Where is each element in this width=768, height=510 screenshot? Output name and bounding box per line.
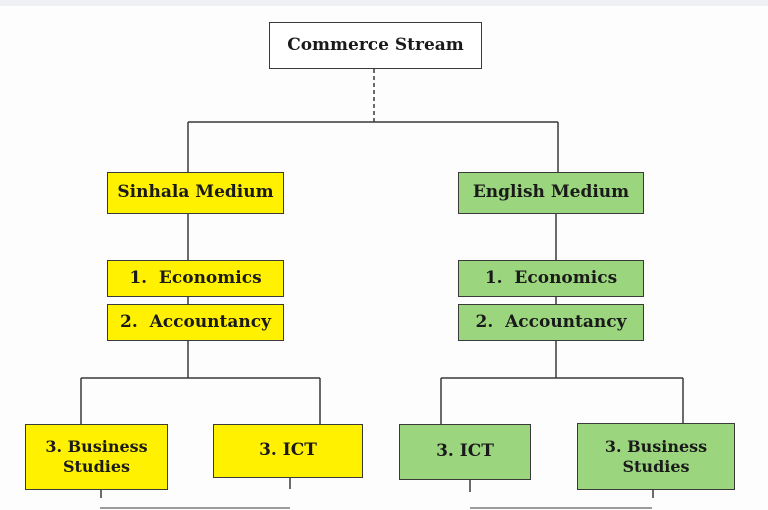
english-medium-box: English Medium bbox=[458, 172, 644, 214]
english-ict-box: 3. ICT bbox=[399, 424, 531, 480]
top-band bbox=[0, 0, 768, 6]
sinhala-medium-label: Sinhala Medium bbox=[117, 182, 274, 203]
english-economics-box: 1. Economics bbox=[458, 260, 644, 297]
commerce-stream-box: Commerce Stream bbox=[269, 22, 482, 69]
english-accountancy-label: 2. Accountancy bbox=[475, 311, 627, 332]
sinhala-economics-label: 1. Economics bbox=[129, 267, 262, 288]
english-business-line1: 3. Business bbox=[604, 436, 708, 456]
sinhala-economics-box: 1. Economics bbox=[107, 260, 284, 297]
sinhala-business-line2: Studies bbox=[62, 457, 131, 476]
english-medium-label: English Medium bbox=[472, 182, 630, 203]
sinhala-ict-box: 3. ICT bbox=[213, 424, 363, 478]
sinhala-business-studies-box: 3. Business Studies bbox=[25, 424, 168, 490]
commerce-stream-label: Commerce Stream bbox=[287, 34, 464, 55]
english-ict-label: 3. ICT bbox=[436, 441, 494, 462]
sinhala-accountancy-box: 2. Accountancy bbox=[107, 304, 284, 341]
sinhala-business-line1: 3. Business bbox=[45, 437, 148, 456]
english-business-line2: Studies bbox=[622, 456, 690, 476]
sinhala-ict-label: 3. ICT bbox=[259, 440, 317, 461]
english-business-studies-box: 3. Business Studies bbox=[577, 423, 735, 490]
sinhala-medium-box: Sinhala Medium bbox=[107, 172, 284, 214]
english-economics-label: 1. Economics bbox=[484, 267, 618, 288]
english-accountancy-box: 2. Accountancy bbox=[458, 304, 644, 341]
sinhala-accountancy-label: 2. Accountancy bbox=[120, 311, 271, 332]
